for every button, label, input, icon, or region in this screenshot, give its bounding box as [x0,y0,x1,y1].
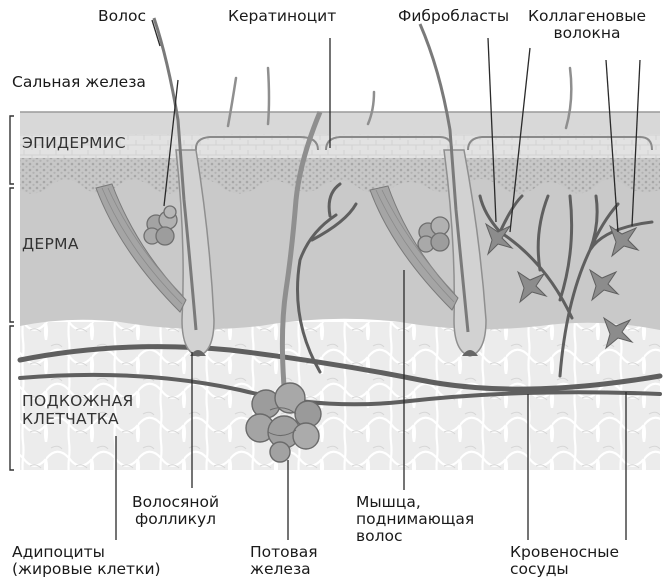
label-subcutis-line2: КЛЕТЧАТКА [22,410,134,428]
label-adipocytes-line2: (жировые клетки) [12,561,161,578]
layer-brackets [10,116,14,470]
label-collagen-line2: волокна [528,25,646,42]
label-collagen-fibers: Коллагеновые волокна [528,8,646,42]
label-blood-vessels-line2: сосуды [510,561,619,578]
label-sweat-gland-line2: железа [250,561,318,578]
label-adipocytes: Адипоциты (жировые клетки) [12,544,161,578]
label-arrector-line1: Мышца, [356,494,474,511]
label-sweat-gland: Потовая железа [250,544,318,578]
label-sebaceous-gland: Сальная железа [12,74,146,91]
label-arrector-muscle: Мышца, поднимающая волос [356,494,474,545]
label-sweat-gland-line1: Потовая [250,544,318,561]
label-collagen-line1: Коллагеновые [528,8,646,25]
label-blood-vessels-line1: Кровеносные [510,544,619,561]
label-hair: Волос [98,8,146,25]
label-arrector-line2: поднимающая [356,511,474,528]
label-arrector-line3: волос [356,528,474,545]
label-keratinocyte: Кератиноцит [228,8,336,25]
label-epidermis: ЭПИДЕРМИС [22,134,126,152]
label-hair-follicle: Волосяной фолликул [132,494,219,528]
label-dermis: ДЕРМА [22,235,79,253]
label-subcutis-line1: ПОДКОЖНАЯ [22,392,134,410]
label-hair-follicle-line1: Волосяной [132,494,219,511]
label-adipocytes-line1: Адипоциты [12,544,161,561]
label-blood-vessels: Кровеносные сосуды [510,544,619,578]
label-hair-follicle-line2: фолликул [132,511,219,528]
label-fibroblasts: Фибробласты [398,8,509,25]
label-subcutis: ПОДКОЖНАЯ КЛЕТЧАТКА [22,392,134,428]
